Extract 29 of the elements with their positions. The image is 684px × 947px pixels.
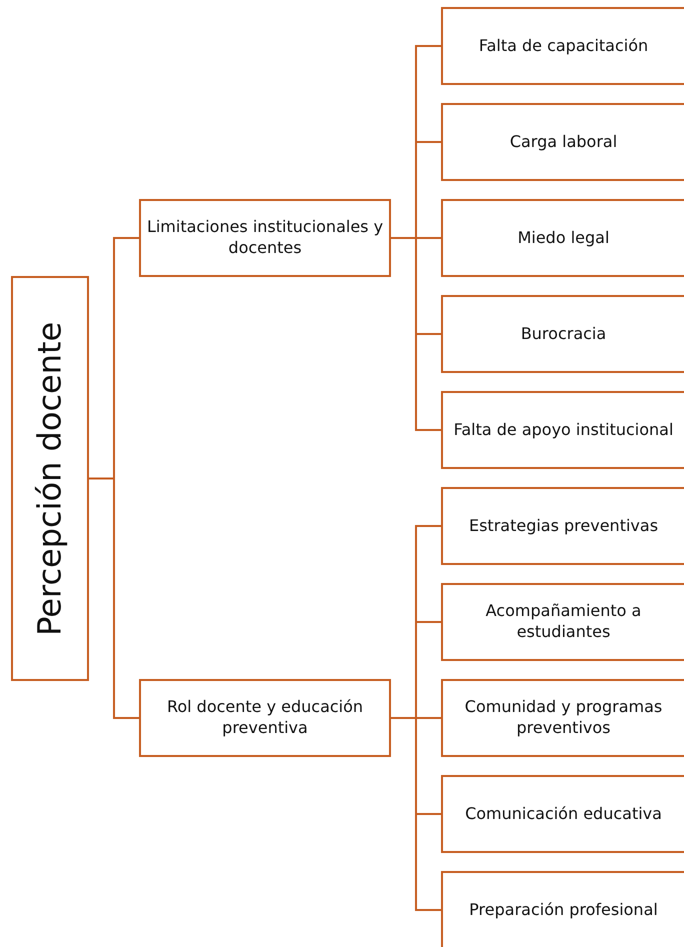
connector-line	[391, 717, 441, 911]
connector-line	[89, 478, 139, 719]
item-box	[441, 391, 684, 469]
node-label: Estrategias preventivas	[468, 516, 660, 536]
item-box	[441, 679, 684, 757]
root-label: Percepción docente	[29, 321, 70, 636]
item-box	[441, 775, 684, 853]
item-box	[441, 295, 684, 373]
node-label: Comunicación educativa	[464, 804, 663, 824]
item-box	[441, 199, 684, 277]
item-box	[441, 7, 684, 85]
node-label: Preparación profesional	[468, 900, 659, 920]
node-label: Burocracia	[520, 324, 608, 344]
item-box	[441, 871, 684, 947]
node-label: Miedo legal	[516, 228, 610, 248]
node-label: Rol docente y educación preventiva	[166, 697, 364, 739]
node-label: Falta de apoyo institucional	[452, 420, 674, 440]
connector-line	[391, 237, 441, 431]
category-box	[139, 199, 391, 277]
node-label: Carga laboral	[508, 132, 618, 152]
node-label: Limitaciones institucionales y docentes	[146, 217, 384, 259]
node-label: Comunidad y programas preventivos	[464, 697, 664, 739]
item-box	[441, 583, 684, 661]
root-box	[11, 276, 89, 681]
category-box	[139, 679, 391, 757]
node-label: Falta de capacitación	[478, 36, 650, 56]
node-label: Acompañamiento a estudiantes	[484, 601, 642, 643]
item-box	[441, 103, 684, 181]
item-box	[441, 487, 684, 565]
